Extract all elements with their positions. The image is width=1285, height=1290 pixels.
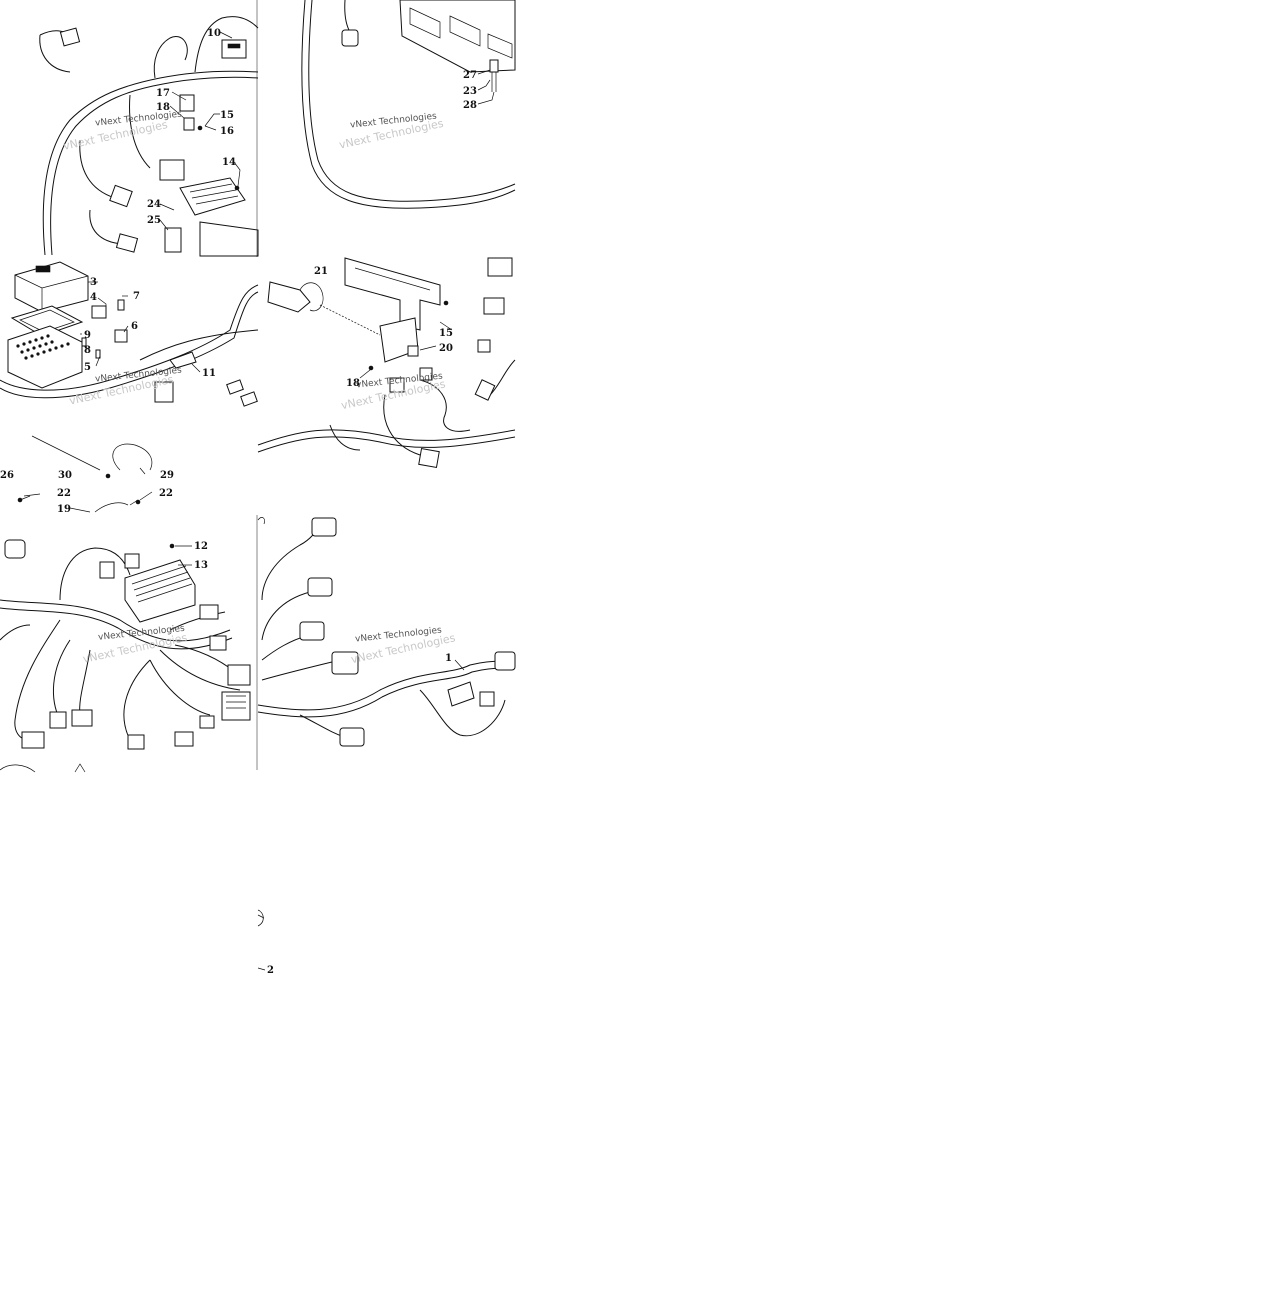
callout-10: 10 (207, 28, 221, 39)
callout-labels: 10 17 18 15 16 14 24 25 27 23 28 3 4 7 6… (0, 28, 477, 976)
callout-22: 22 (57, 488, 71, 499)
callout-18: 18 (156, 102, 170, 113)
callout-22: 22 (159, 488, 173, 499)
callout-2: 2 (267, 965, 274, 976)
callout-16: 16 (220, 126, 234, 137)
harness-tile-lower-left-strip (17, 435, 153, 513)
callout-20: 20 (439, 343, 453, 354)
callout-8: 8 (84, 345, 91, 356)
callout-12: 12 (194, 541, 208, 552)
callout-5: 5 (84, 362, 91, 373)
callout-17: 17 (156, 88, 170, 99)
callout-15: 15 (220, 110, 234, 121)
harness-tile-bottom-center (257, 517, 516, 971)
harness-tile-middle-center (257, 257, 516, 469)
callout-21: 21 (314, 266, 328, 277)
callout-3: 3 (90, 277, 97, 288)
harness-tile-bottom-left (0, 515, 258, 773)
callout-30: 30 (58, 470, 72, 481)
callout-11: 11 (202, 368, 216, 379)
callout-4: 4 (90, 292, 97, 303)
harness-tile-top-left (39, 0, 259, 257)
callout-6: 6 (131, 321, 138, 332)
harness-tile-top-middle (301, 0, 516, 209)
callout-1: 1 (445, 653, 452, 664)
callout-15: 15 (439, 328, 453, 339)
callout-18: 18 (346, 378, 360, 389)
callout-29: 29 (160, 470, 174, 481)
harness-tile-middle-left (0, 261, 259, 407)
callout-7: 7 (133, 291, 140, 302)
callout-26: 26 (0, 470, 14, 481)
callout-23: 23 (463, 86, 477, 97)
callout-9: 9 (84, 330, 91, 341)
callout-27: 27 (463, 70, 477, 81)
callout-28: 28 (463, 100, 477, 111)
callout-25: 25 (147, 215, 161, 226)
callout-13: 13 (194, 560, 208, 571)
callout-14: 14 (222, 157, 236, 168)
callout-24: 24 (147, 199, 161, 210)
callout-19: 19 (57, 504, 71, 515)
